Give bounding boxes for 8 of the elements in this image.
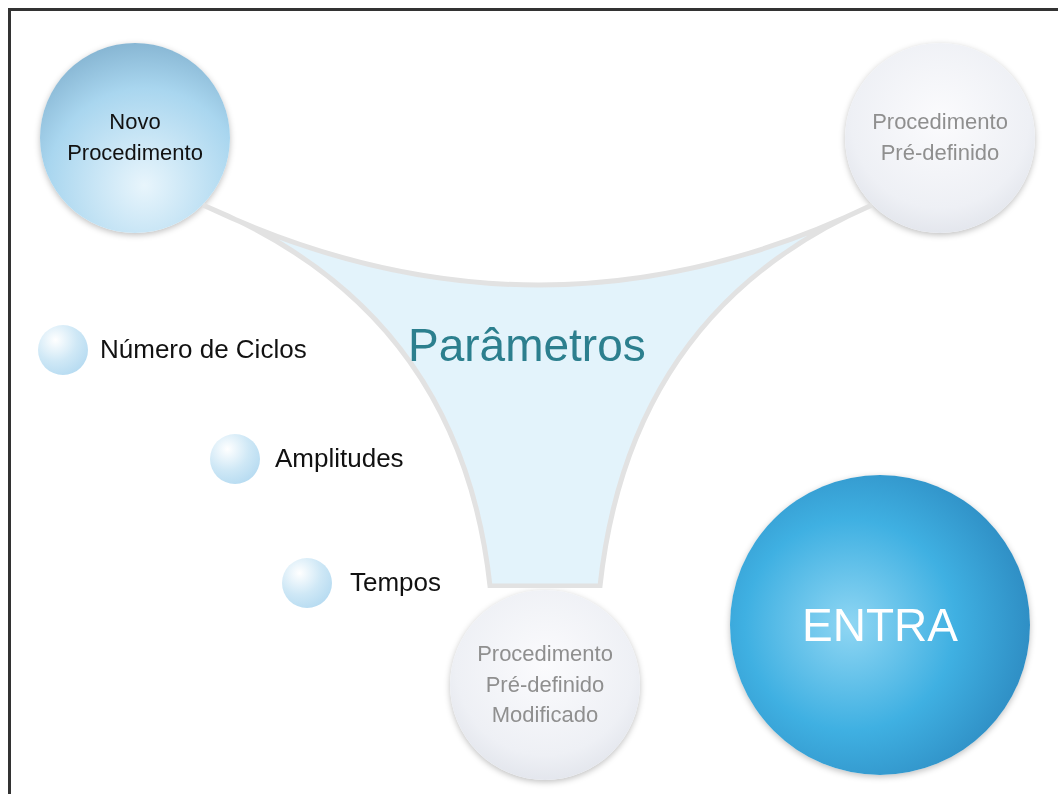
list-item-text: Amplitudes [275,443,404,474]
option-label: Novo Procedimento [66,108,204,167]
list-item-text: Número de Ciclos [100,334,307,365]
list-item-text: Tempos [350,567,442,598]
option-label: Procedimento Pré-definido [871,108,1009,167]
panel-title: Parâmetros [408,318,646,372]
option-label: ENTRA [801,597,959,653]
option-label: Procedimento Pré-definido Modificado [476,639,614,730]
